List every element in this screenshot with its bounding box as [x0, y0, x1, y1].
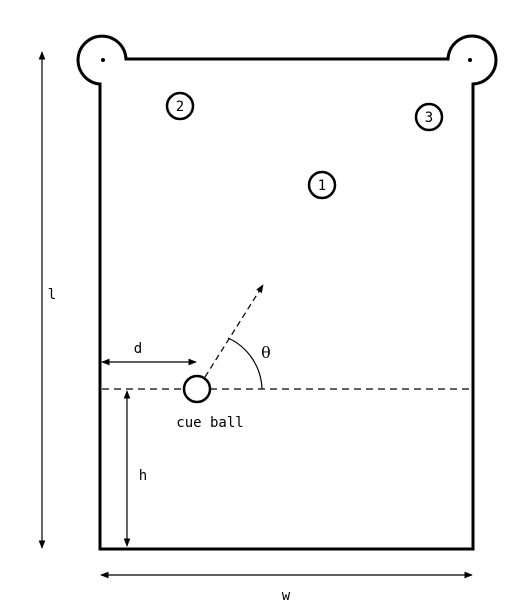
offset-d-label: d — [134, 341, 142, 357]
ball-2: 2 — [165, 91, 195, 121]
table-outline — [76, 34, 498, 551]
width-w-label: w — [282, 588, 291, 604]
cue-ball-label: cue ball — [176, 415, 243, 431]
ball-1-label: 1 — [318, 178, 326, 194]
height-h-label: h — [139, 468, 147, 484]
top-left-pocket-center — [101, 58, 105, 62]
top-right-pocket-center — [468, 58, 472, 62]
ball-3: 3 — [414, 102, 444, 132]
ball-3-label: 3 — [425, 110, 433, 126]
angle-arc — [227, 337, 263, 390]
ball-1: 1 — [307, 170, 337, 200]
angle-label: θ — [261, 343, 271, 362]
length-l-label: l — [48, 287, 56, 303]
cue-ball — [182, 374, 212, 404]
shot-direction-arrow — [204, 284, 264, 378]
ball-2-label: 2 — [176, 99, 184, 115]
